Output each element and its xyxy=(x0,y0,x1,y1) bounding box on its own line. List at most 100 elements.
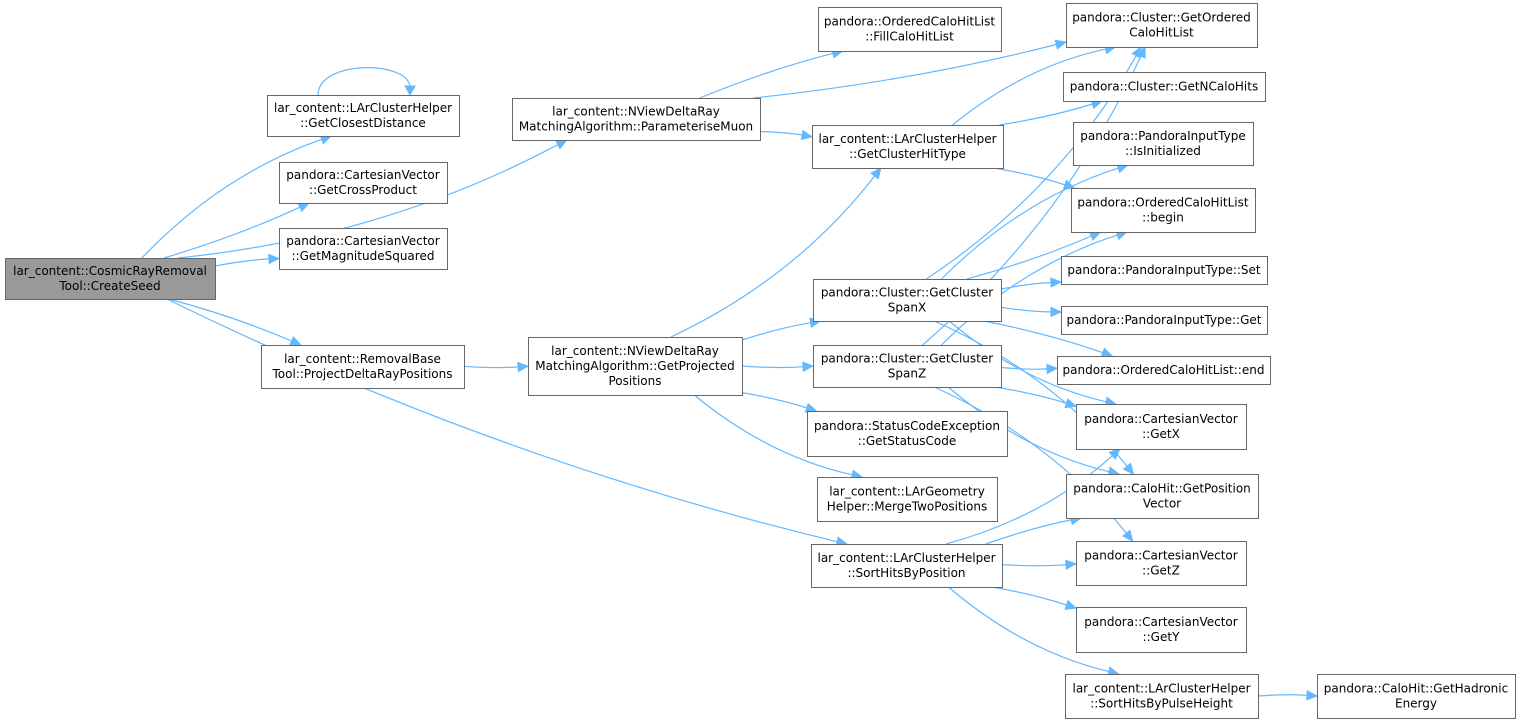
node-box xyxy=(1076,404,1247,450)
node-box xyxy=(1317,674,1516,719)
node-getZ[interactable]: pandora::CartesianVector::GetZ xyxy=(1076,541,1247,586)
node-label-line: ::GetClosestDistance xyxy=(300,116,426,130)
edge-root-to-sortHitsByPosition xyxy=(166,298,848,547)
node-label-line: Positions xyxy=(609,374,662,388)
node-end[interactable]: pandora::OrderedCaloHitList::end xyxy=(1057,356,1271,385)
node-label-line: pandora::OrderedCaloHitList xyxy=(824,15,995,29)
node-label-line: pandora::StatusCodeException xyxy=(814,419,1000,433)
node-root[interactable]: lar_content::CosmicRayRemovalTool::Creat… xyxy=(5,258,216,300)
edge-arrowhead xyxy=(554,139,568,150)
edge-getProjectedPositions-to-getClusterSpanX xyxy=(741,317,822,341)
node-box xyxy=(813,279,1002,322)
edge-getClusterSpanZ-to-end xyxy=(1000,363,1059,375)
edge-line xyxy=(999,103,1093,126)
edge-arrowhead xyxy=(1135,45,1146,59)
node-box xyxy=(279,228,448,270)
node-getY[interactable]: pandora::CartesianVector::GetY xyxy=(1076,607,1247,653)
edge-arrowhead xyxy=(297,202,311,213)
node-box xyxy=(1066,3,1258,48)
edge-arrowhead xyxy=(1064,398,1078,409)
edge-getProjectedPositions-to-getClusterSpanZ xyxy=(741,361,815,373)
node-label-line: SpanZ xyxy=(888,367,926,381)
node-getMagnitudeSquared[interactable]: pandora::CartesianVector::GetMagnitudeSq… xyxy=(279,228,448,270)
node-getClusterHitType[interactable]: lar_content::LArClusterHelper::GetCluste… xyxy=(812,125,1004,169)
node-begin[interactable]: pandora::OrderedCaloHitList::begin xyxy=(1071,188,1256,233)
edge-line xyxy=(1257,694,1308,697)
edge-line xyxy=(1000,306,1052,313)
node-box xyxy=(528,337,743,396)
node-mergeTwoPositions[interactable]: lar_content::LArGeometryHelper::MergeTwo… xyxy=(817,477,998,522)
node-label-line: ::SortHitsByPulseHeight xyxy=(1090,697,1233,711)
edge-line xyxy=(947,386,1110,473)
edge-getProjectedPositions-to-getClusterHitType xyxy=(670,167,882,338)
edge-parameteriseMuon-to-fillCaloHitList xyxy=(699,48,844,99)
node-label-line: pandora::Cluster::GetOrdered xyxy=(1072,11,1251,25)
node-sortHitsByPulseHeight[interactable]: lar_content::LArClusterHelper::SortHitsB… xyxy=(1065,674,1259,719)
node-get[interactable]: pandora::PandoraInputType::Get xyxy=(1061,306,1268,335)
edge-line xyxy=(952,48,1106,126)
node-label-line: pandora::OrderedCaloHitList::end xyxy=(1063,363,1265,377)
node-label-line: pandora::OrderedCaloHitList xyxy=(1077,196,1248,210)
node-fillCaloHitList[interactable]: pandora::OrderedCaloHitList::FillCaloHit… xyxy=(818,7,1002,52)
node-getX[interactable]: pandora::CartesianVector::GetX xyxy=(1076,404,1247,450)
node-box xyxy=(1061,256,1268,285)
node-label-line: ::GetX xyxy=(1142,427,1180,441)
node-label-line: CaloHitList xyxy=(1129,26,1194,40)
edge-root-to-getClosestDistance xyxy=(141,134,333,259)
node-box xyxy=(811,544,1003,588)
edge-arrowhead xyxy=(1054,39,1068,50)
node-box xyxy=(1061,306,1268,335)
edge-root-to-projectDeltaRayPositions xyxy=(168,298,302,346)
node-label-line: pandora::CartesianVector xyxy=(1084,549,1238,563)
edge-sortHitsByPosition-to-getPositionVector xyxy=(985,514,1083,545)
node-sortHitsByPosition[interactable]: lar_content::LArClusterHelper::SortHitsB… xyxy=(811,544,1003,588)
edge-getClusterHitType-to-getNCaloHits xyxy=(999,99,1104,126)
node-isInitialized[interactable]: pandora::PandoraInputType::IsInitialized xyxy=(1073,122,1254,166)
node-projectDeltaRayPositions[interactable]: lar_content::RemovalBaseTool::ProjectDel… xyxy=(261,345,465,389)
edge-line xyxy=(741,392,807,409)
node-getNCaloHits[interactable]: pandora::Cluster::GetNCaloHits xyxy=(1063,72,1266,102)
edge-line xyxy=(941,234,1118,346)
edge-getClusterSpanX-to-get xyxy=(1000,306,1063,318)
node-box xyxy=(1063,72,1266,102)
edge-line xyxy=(670,175,876,338)
edge-line xyxy=(141,138,322,259)
node-box xyxy=(279,162,448,204)
edge-line xyxy=(983,320,1103,354)
node-box xyxy=(818,7,1002,52)
edge-parameteriseMuon-to-getClusterHitType xyxy=(759,129,814,141)
node-getProjectedPositions[interactable]: lar_content::NViewDeltaRayMatchingAlgori… xyxy=(528,337,743,396)
edge-line xyxy=(759,131,803,136)
node-label-line: pandora::PandoraInputType xyxy=(1080,129,1245,143)
edge-line xyxy=(753,43,1057,99)
node-getCrossProduct[interactable]: pandora::CartesianVector::GetCrossProduc… xyxy=(279,162,448,204)
edge-line xyxy=(163,206,301,259)
node-label-line: pandora::CartesianVector xyxy=(1084,615,1238,629)
node-label-line: pandora::PandoraInputType::Set xyxy=(1067,263,1261,277)
node-label-line: lar_content::NViewDeltaRay xyxy=(551,344,719,358)
node-label-line: lar_content::RemovalBase xyxy=(284,352,441,366)
node-label-line: MatchingAlgorithm::ParameteriseMuon xyxy=(519,120,753,134)
edge-arrowhead xyxy=(1088,231,1102,242)
edge-line xyxy=(1000,281,1052,290)
node-label-line: lar_content::LArClusterHelper xyxy=(1072,682,1250,696)
node-label-line: pandora::CaloHit::GetHadronic xyxy=(1324,682,1508,696)
node-box xyxy=(1076,607,1247,653)
node-label-line: ::GetClusterHitType xyxy=(849,147,966,161)
edge-line xyxy=(317,67,411,96)
edge-getClusterHitType-to-begin xyxy=(993,167,1076,190)
node-set[interactable]: pandora::PandoraInputType::Set xyxy=(1061,256,1268,285)
node-parameteriseMuon[interactable]: lar_content::NViewDeltaRayMatchingAlgori… xyxy=(512,98,761,141)
node-label-line: pandora::CartesianVector xyxy=(286,168,440,182)
node-getStatusCode[interactable]: pandora::StatusCodeException::GetStatusC… xyxy=(807,411,1008,457)
node-label-line: Tool::CreateSeed xyxy=(58,279,160,293)
node-box xyxy=(812,125,1004,169)
node-getClosestDistance[interactable]: lar_content::LArClusterHelper::GetCloses… xyxy=(267,95,460,137)
node-box xyxy=(1066,474,1259,519)
